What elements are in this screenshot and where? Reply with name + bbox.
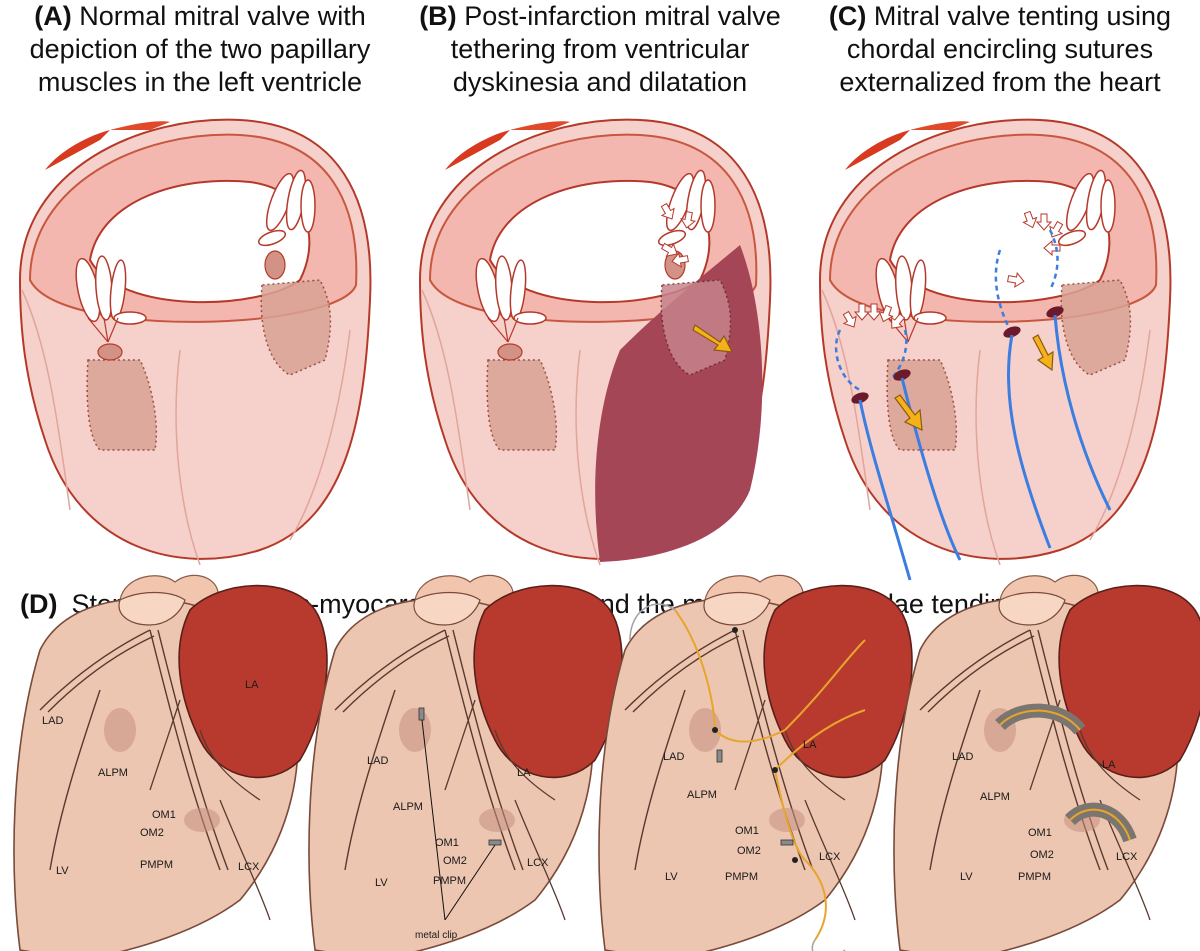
label-metal-clip: metal clip bbox=[415, 930, 458, 941]
label-om2-2: OM2 bbox=[443, 855, 467, 867]
metal-clip-icon-1 bbox=[418, 707, 425, 721]
label-lad-1: LAD bbox=[42, 715, 63, 727]
label-lad-3: LAD bbox=[663, 751, 684, 763]
label-lad-2: LAD bbox=[367, 755, 388, 767]
tenting-arrow-icon-2 bbox=[1032, 334, 1054, 372]
label-lv-3: LV bbox=[665, 871, 678, 883]
panel-c-ventricle bbox=[819, 118, 1172, 581]
heart-step-3: LA LAD ALPM OM1 OM2 LV PMPM LCX bbox=[598, 574, 913, 951]
label-lcx-1: LCX bbox=[238, 861, 260, 873]
panel-c-line2: chordal encircling sutures bbox=[846, 34, 1154, 64]
metal-clip-icon-2 bbox=[488, 839, 502, 846]
label-lcx-3: LCX bbox=[819, 851, 841, 863]
suture-line-1 bbox=[858, 399, 912, 581]
panel-a-line3: muscles in the left ventricle bbox=[37, 67, 363, 97]
label-lad-4: LAD bbox=[952, 751, 973, 763]
label-om2-1: OM2 bbox=[140, 827, 164, 839]
heart-step-1: LA LAD ALPM OM1 OM2 LV PMPM LCX bbox=[13, 574, 328, 951]
label-la-3: LA bbox=[803, 739, 817, 751]
label-lcx-4: LCX bbox=[1116, 851, 1138, 863]
label-alpm-2: ALPM bbox=[393, 801, 423, 813]
panel-b-line2: tethering from ventricular bbox=[450, 34, 750, 64]
panel-b-letter: (B) bbox=[419, 1, 457, 31]
label-om1-2: OM1 bbox=[435, 837, 459, 849]
suture-line-4 bbox=[1053, 314, 1112, 511]
label-pmpm-3: PMPM bbox=[725, 871, 758, 883]
tethering-arrow-icon bbox=[692, 324, 734, 353]
panel-b-ventricle bbox=[419, 118, 772, 566]
label-om2-3: OM2 bbox=[737, 845, 761, 857]
snare-suture-1 bbox=[674, 609, 716, 731]
label-lv-2: LV bbox=[375, 877, 388, 889]
panel-c-line1: Mitral valve tenting using bbox=[873, 1, 1172, 31]
label-lcx-2: LCX bbox=[527, 857, 549, 869]
caption-panel-b: (B) Post-infarction mitral valve tetheri… bbox=[400, 0, 800, 99]
label-la-4: LA bbox=[1102, 759, 1116, 771]
tenting-arrow-icon-1 bbox=[894, 394, 923, 431]
metal-clip-icon-4 bbox=[780, 839, 794, 846]
heart-step-4: LA LAD ALPM OM1 OM2 LV PMPM LCX bbox=[893, 574, 1200, 951]
metal-clip-icon-3 bbox=[716, 749, 723, 763]
suture-line-2 bbox=[900, 377, 962, 561]
caption-panel-c: (C) Mitral valve tenting using chordal e… bbox=[800, 0, 1200, 99]
label-om2-4: OM2 bbox=[1030, 849, 1054, 861]
label-lv-1: LV bbox=[56, 865, 69, 877]
label-pmpm-1: PMPM bbox=[140, 859, 173, 871]
panel-b-line3: dyskinesia and dilatation bbox=[452, 67, 748, 97]
label-lv-4: LV bbox=[960, 871, 973, 883]
label-alpm-3: ALPM bbox=[687, 789, 717, 801]
panel-a-line1: Normal mitral valve with bbox=[79, 1, 366, 31]
snare-suture-2 bbox=[774, 709, 866, 771]
heart-step-2: LA LAD ALPM OM1 OM2 LV PMPM LCX metal cl… bbox=[308, 574, 623, 951]
label-om1-4: OM1 bbox=[1028, 827, 1052, 839]
label-la-1: LA bbox=[245, 679, 259, 691]
panel-c-letter: (C) bbox=[828, 1, 867, 31]
label-pmpm-2: PMPM bbox=[433, 875, 466, 887]
panel-d-letter: (D) bbox=[20, 589, 58, 619]
caption-panel-a: (A) Normal mitral valve with depiction o… bbox=[0, 0, 400, 99]
label-alpm-1: ALPM bbox=[98, 767, 128, 779]
panel-c-line3: externalized from the heart bbox=[839, 67, 1161, 97]
label-alpm-4: ALPM bbox=[980, 791, 1010, 803]
panel-a-letter: (A) bbox=[34, 1, 72, 31]
suture-line-3 bbox=[1006, 334, 1052, 549]
panel-a-ventricle bbox=[19, 118, 372, 566]
panel-a-line2: depiction of the two papillary bbox=[29, 34, 371, 64]
panel-b-line1: Post-infarction mitral valve bbox=[464, 1, 781, 31]
label-om1-3: OM1 bbox=[735, 825, 759, 837]
label-pmpm-4: PMPM bbox=[1018, 871, 1051, 883]
label-om1-1: OM1 bbox=[152, 809, 176, 821]
label-la-2: LA bbox=[517, 767, 531, 779]
